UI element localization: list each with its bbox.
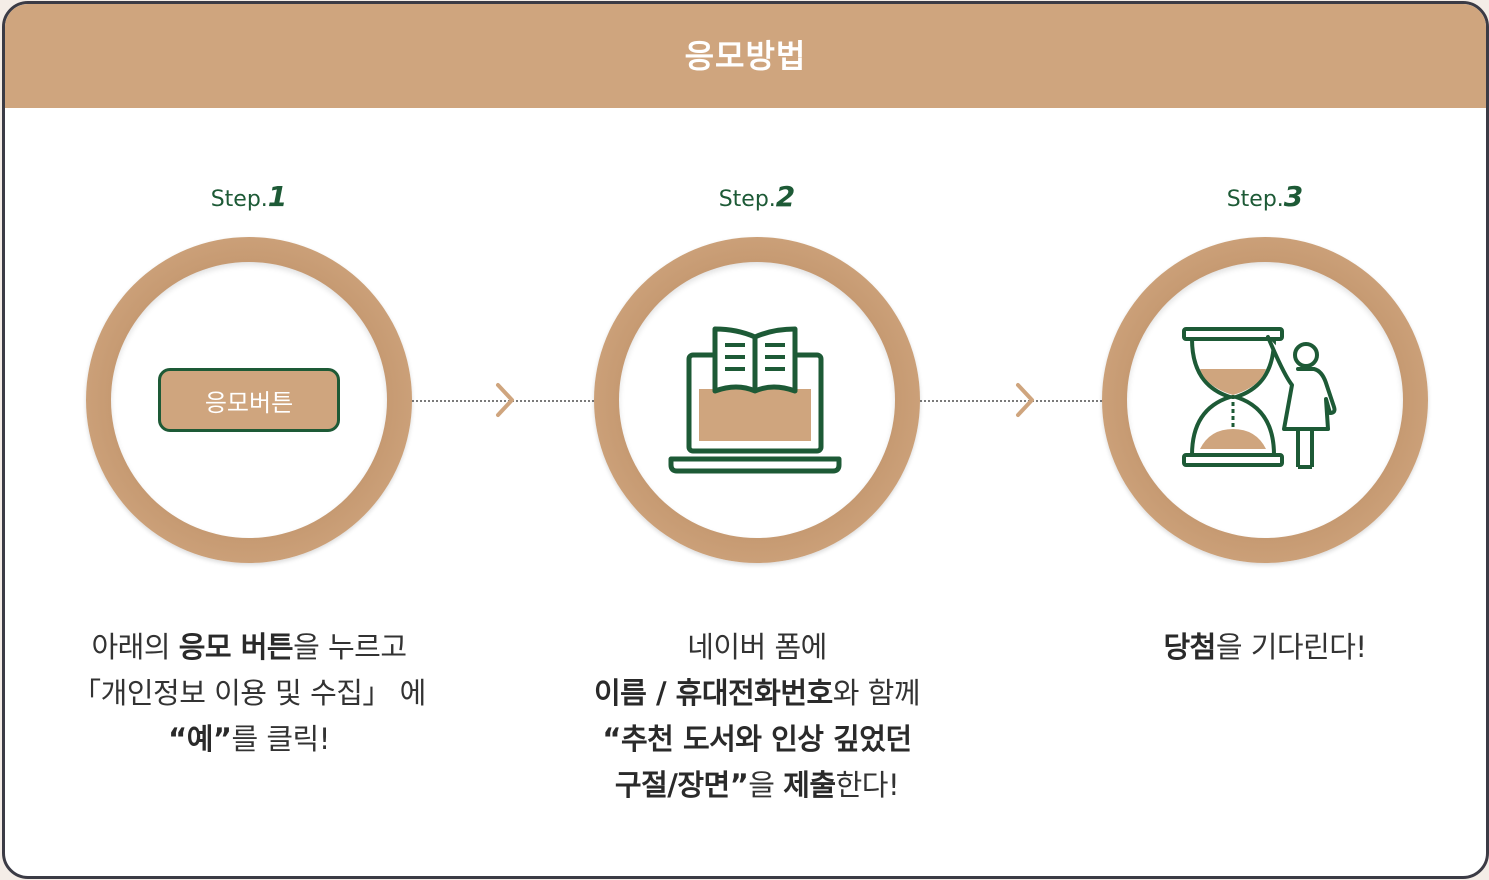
connector-1-2 (412, 400, 594, 402)
step-1-label: Step.1 (84, 180, 414, 214)
step-3-prefix: Step. (1226, 187, 1284, 212)
laptop-book-icon (668, 326, 842, 474)
chevron-right-icon (496, 383, 514, 417)
step-2-description: 네이버 폼에 이름 / 휴대전화번호와 함께 “추천 도서와 인상 깊었던 구절… (594, 630, 921, 802)
connector-2-3 (920, 400, 1102, 402)
step-3-description: 당첨을 기다린다! (1163, 630, 1367, 664)
step-3-ring (1102, 237, 1428, 563)
step-1-prefix: Step. (210, 187, 268, 212)
step-3-label: Step.3 (1100, 180, 1430, 214)
hourglass-person-icon (1182, 327, 1337, 469)
header-bar: 응모방법 (5, 4, 1486, 108)
chevron-right-icon (1016, 383, 1034, 417)
page-title: 응모방법 (684, 37, 807, 75)
step-1-number: 1 (267, 180, 288, 213)
step-1-description: 아래의 응모 버튼을 누르고 「개인정보 이용 및 수집」 에 “예”를 클릭! (72, 630, 426, 756)
step-2-ring (594, 237, 920, 563)
step-3-number: 3 (1283, 180, 1304, 213)
step-1-ring: 응모버튼 (86, 237, 412, 563)
apply-button[interactable]: 응모버튼 (158, 368, 340, 432)
step-2-prefix: Step. (718, 187, 776, 212)
step-2-number: 2 (775, 180, 796, 213)
step-2-label: Step.2 (592, 180, 922, 214)
